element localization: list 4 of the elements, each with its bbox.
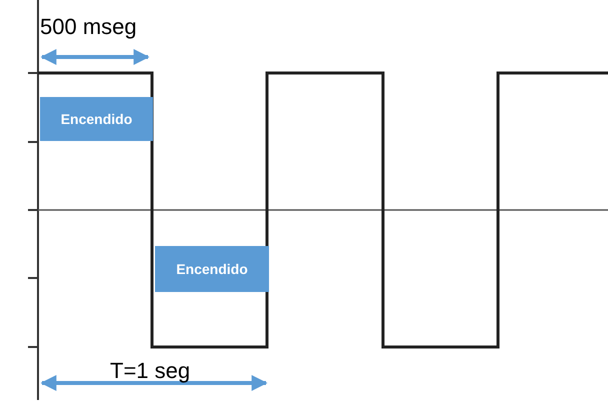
state-box: Encendido: [155, 246, 269, 292]
dimension-label: 500 mseg: [40, 14, 137, 40]
state-box: Encendido: [40, 97, 153, 141]
dimension-label: T=1 seg: [110, 358, 190, 384]
